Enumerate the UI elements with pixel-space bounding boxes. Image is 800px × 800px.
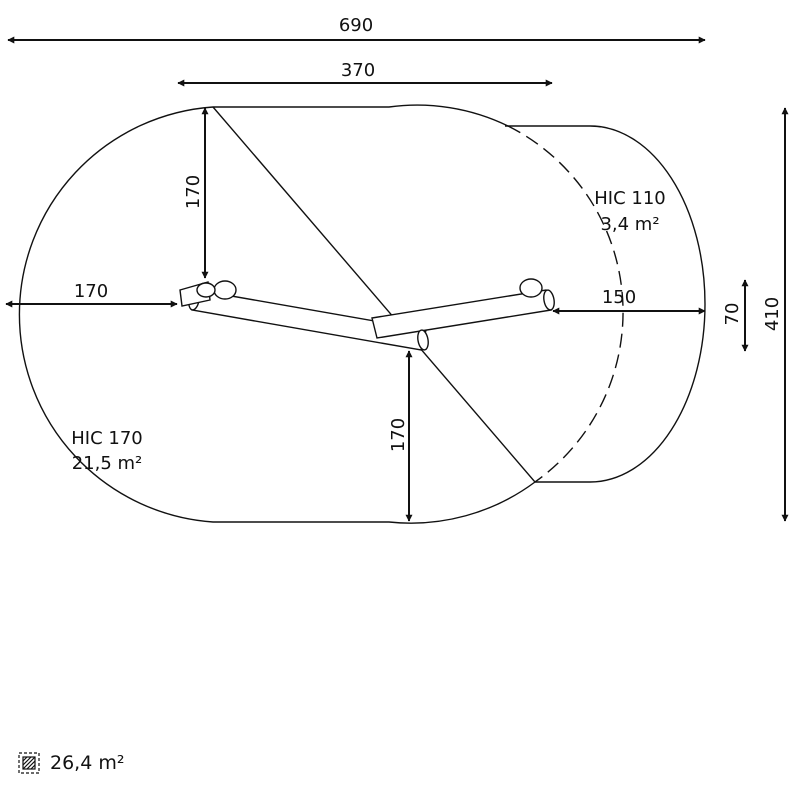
dim-equipment-length: 370 xyxy=(341,60,375,81)
dim-total-length: 690 xyxy=(339,15,373,36)
zone-hic110-area: 3,4 m² xyxy=(600,214,659,235)
zone-hic170-name: HIC 170 xyxy=(71,428,143,449)
zone-hic110-name: HIC 110 xyxy=(594,188,666,209)
log-equipment xyxy=(179,278,555,351)
area-legend: 26,4 m² xyxy=(18,752,124,774)
dim-offset-right: 150 xyxy=(602,287,636,308)
dim-depth-bottom: 170 xyxy=(388,418,409,452)
dim-equipment-width: 70 xyxy=(722,303,743,326)
total-area-value: 26,4 m² xyxy=(50,752,125,774)
dim-depth-top: 170 xyxy=(183,175,204,209)
dim-total-width: 410 xyxy=(762,297,783,331)
zone-hic170-area: 21,5 m² xyxy=(72,453,143,474)
hic170-zone-outline xyxy=(18,104,537,524)
zone-boundary-dashed xyxy=(507,125,624,483)
hic110-zone-outline xyxy=(505,125,706,483)
dim-offset-left: 170 xyxy=(74,281,108,302)
hatched-area-icon xyxy=(18,752,40,774)
